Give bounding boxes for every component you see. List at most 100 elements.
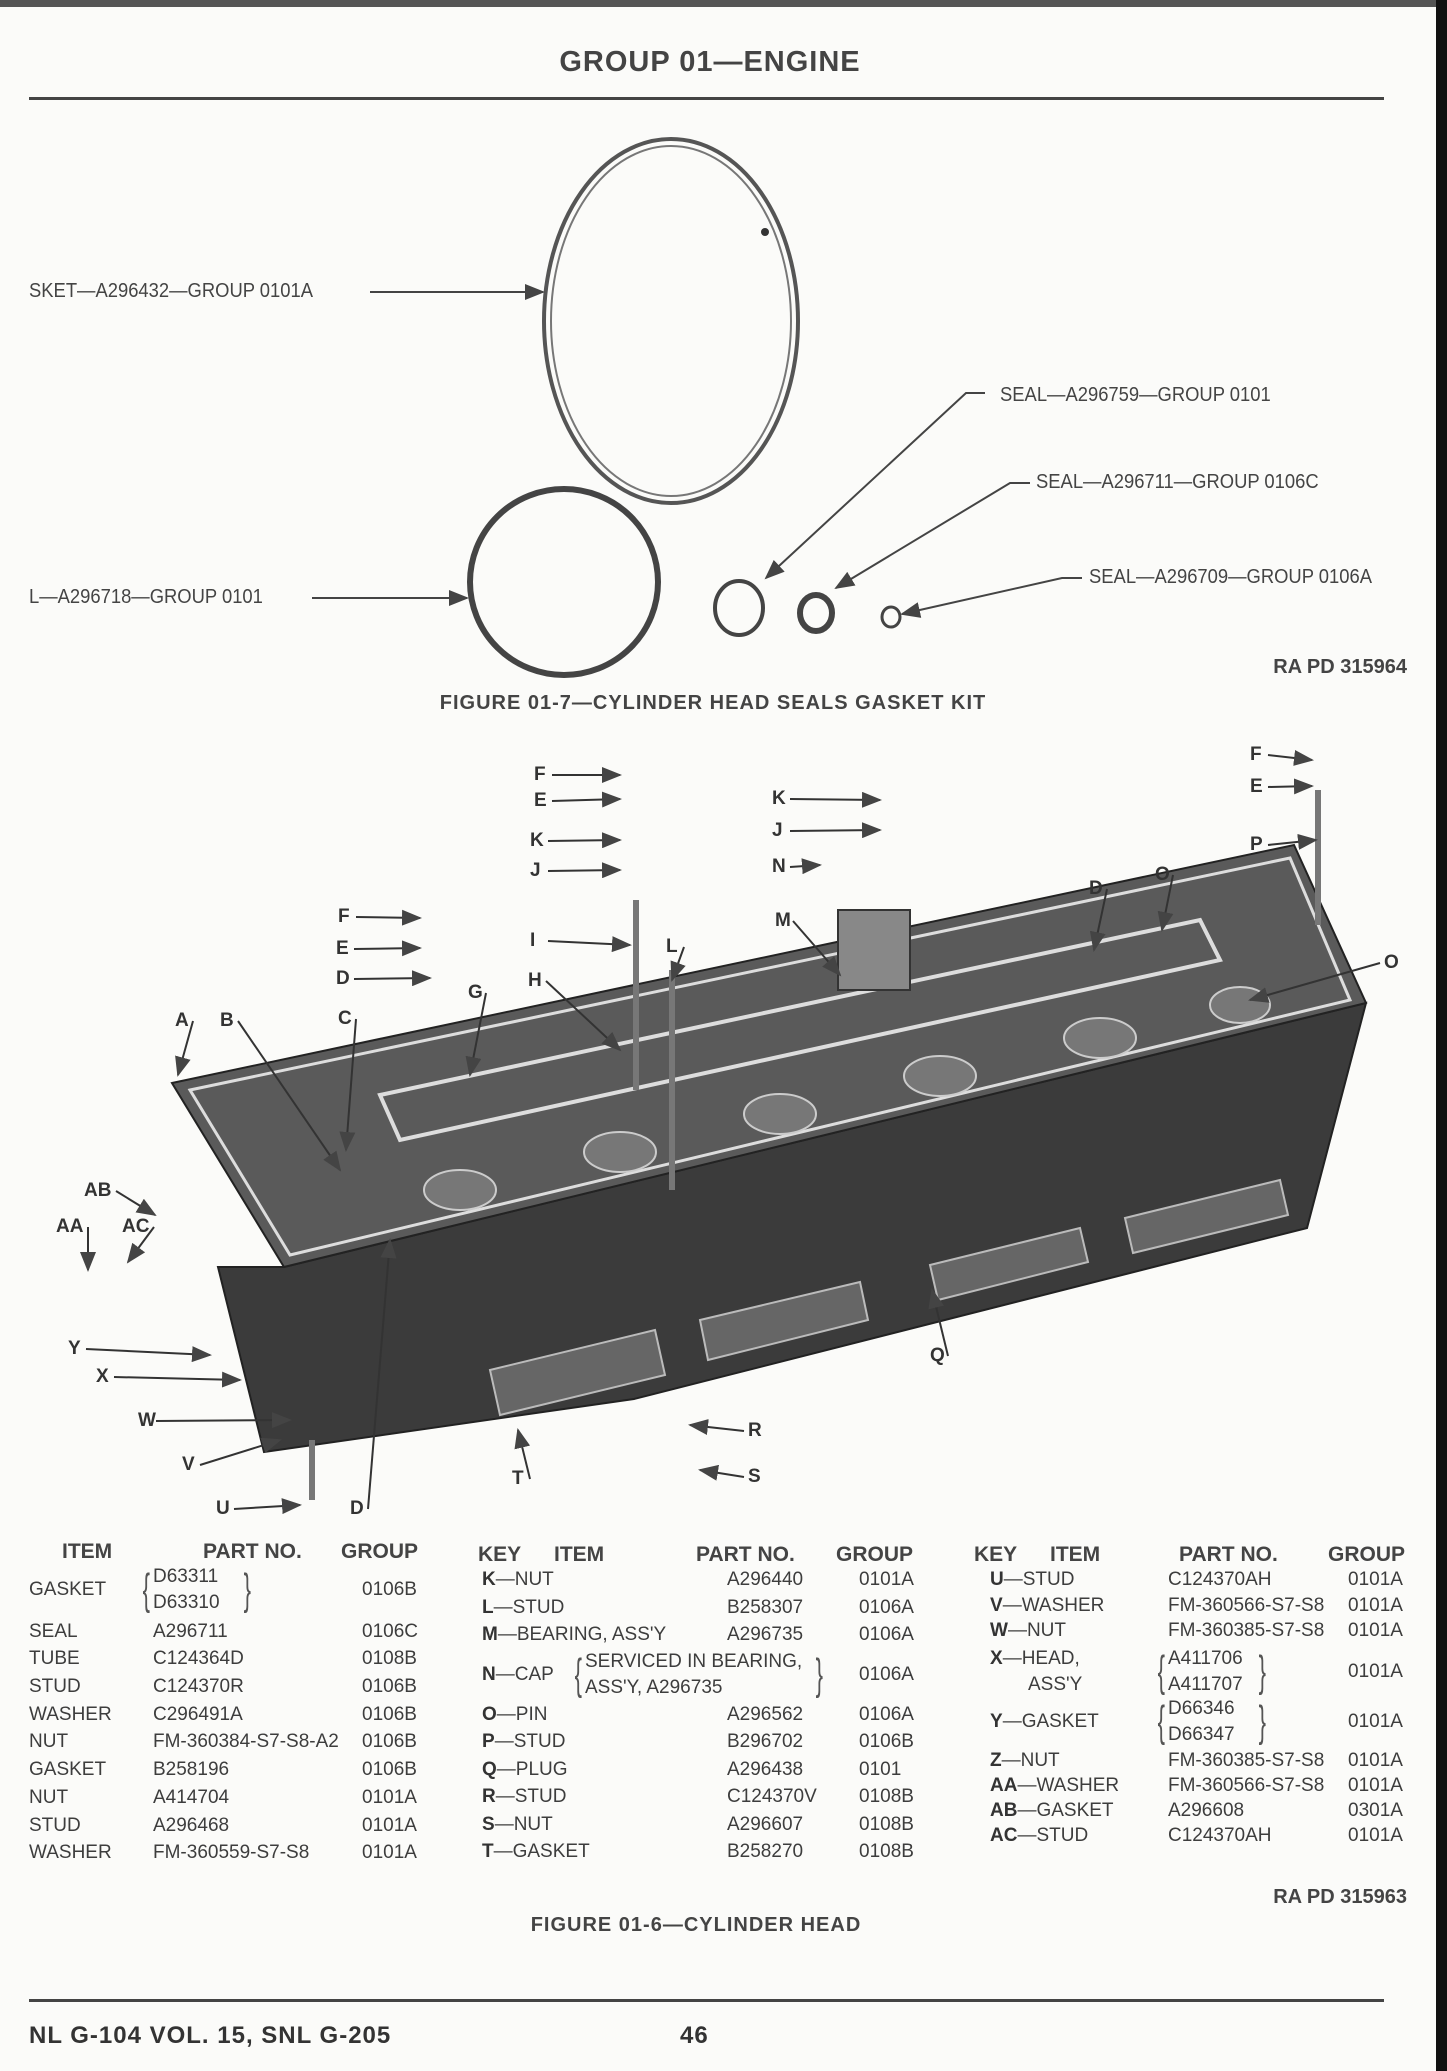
part-item: —BEARING, ASS'Y: [497, 1624, 667, 1645]
leader-line: [1089, 888, 1108, 952]
part-key-label-d: D: [350, 1498, 364, 1519]
part-number: A296711: [153, 1621, 228, 1642]
part-key-label-h: H: [528, 970, 542, 991]
part-group: 0106B: [362, 1759, 417, 1780]
part-number: B258270: [727, 1841, 804, 1862]
part-key-label-f: F: [534, 764, 546, 785]
right-table-item-cell: AA—WASHER: [990, 1775, 1119, 1797]
part-group: 0108B: [859, 1841, 914, 1862]
cylinder-head-gasket-ring: [542, 137, 800, 505]
seal-ring-large: [467, 486, 661, 678]
leader-line: [547, 862, 622, 879]
part-number: A296438: [727, 1759, 804, 1780]
part-number: B296702: [727, 1731, 804, 1752]
part-number: D63310: [153, 1592, 220, 1613]
part-key-label-d: D: [1089, 878, 1103, 899]
part-key-label-n: N: [772, 856, 786, 877]
leader-line: [233, 1498, 302, 1515]
part-key-label-e: E: [1250, 776, 1263, 797]
mid-table-item-cell: N—CAP: [482, 1664, 554, 1686]
part-group: 0106C: [362, 1621, 418, 1642]
figure6-ra-pd-number: RA PD 315963: [1273, 1886, 1407, 1908]
part-key-label-k: K: [530, 830, 544, 851]
part-key: K: [482, 1569, 496, 1590]
part-key: L: [482, 1597, 494, 1618]
part-item: NUT: [29, 1787, 69, 1808]
page-title: GROUP 01—ENGINE: [559, 46, 861, 78]
part-number: A411707: [1168, 1674, 1243, 1695]
part-item: —GASKET: [1002, 1711, 1099, 1732]
part-group: 0101A: [1348, 1620, 1403, 1641]
leader-line: [1267, 778, 1314, 795]
part-key-label-l: L: [666, 936, 678, 957]
figure7-caption: FIGURE 01-7—CYLINDER HEAD SEALS GASKET K…: [439, 692, 987, 714]
right-table-item-cell: Z—NUT: [990, 1750, 1060, 1772]
left-table-header-item: ITEM: [62, 1540, 113, 1563]
part-number: A296468: [153, 1815, 230, 1836]
leader-line: [85, 1346, 212, 1363]
figure7-ra-pd-number: RA PD 315964: [1273, 656, 1407, 678]
leader-line: [1267, 833, 1318, 850]
part-group: 0101A: [1348, 1595, 1403, 1616]
part-key-label-b: B: [220, 1010, 234, 1031]
mid-table-item-cell: P—STUD: [482, 1731, 565, 1753]
part-item: GASKET: [29, 1759, 107, 1780]
seal-callout-label: SEAL—A296711—GROUP 0106C: [1036, 471, 1319, 493]
leader-line: [670, 946, 686, 982]
mid-table-item-cell: L—STUD: [482, 1597, 564, 1619]
part-key: Q: [482, 1759, 497, 1780]
part-key-label-o: O: [1384, 952, 1399, 973]
mid-table-header-item: ITEM: [554, 1543, 605, 1566]
part-item: STUD: [29, 1676, 81, 1697]
seal-ring-1: [713, 579, 765, 637]
part-key: X: [990, 1648, 1003, 1669]
part-key-label-m: M: [775, 910, 791, 931]
leader-line: [545, 980, 622, 1052]
part-number: FM-360385-S7-S8: [1168, 1620, 1325, 1641]
part-number: D66346: [1168, 1698, 1235, 1719]
brace-open: {: [142, 1565, 151, 1614]
brace-close: }: [243, 1565, 252, 1614]
footer-rule: [29, 1999, 1384, 2002]
leader-line: [928, 1288, 949, 1357]
part-item: TUBE: [29, 1648, 80, 1669]
top-edge: [0, 0, 1447, 7]
part-number: FM-360385-S7-S8: [1168, 1750, 1325, 1771]
figure6-leader-lines: [80, 750, 1381, 1515]
right-table-header-item: ITEM: [1050, 1543, 1101, 1566]
brace-close: }: [1258, 1697, 1267, 1746]
mid-table-header-part: PART NO.: [696, 1543, 795, 1566]
mid-table-header-key: KEY: [478, 1543, 522, 1566]
leader-line: [339, 1018, 357, 1152]
part-number: SERVICED IN BEARING,: [585, 1651, 803, 1672]
leader-line: [367, 1238, 397, 1510]
leader-line: [353, 970, 432, 987]
manual-reference: NL G-104 VOL. 15, SNL G-205: [29, 2022, 392, 2049]
part-number: D66347: [1168, 1724, 1235, 1745]
part-group: 0101A: [1348, 1775, 1403, 1796]
part-group: 0101A: [859, 1569, 914, 1590]
part-key: P: [482, 1731, 495, 1752]
right-table-header-key: KEY: [974, 1543, 1018, 1566]
right-table-item-cell: X—HEAD,: [990, 1648, 1080, 1670]
leader-line: [115, 1190, 157, 1217]
part-key-label-e: E: [336, 938, 349, 959]
part-key: M: [482, 1624, 498, 1645]
part-item: —GASKET: [1017, 1800, 1114, 1821]
figure6-caption: FIGURE 01-6—CYLINDER HEAD: [530, 1914, 862, 1936]
part-number: D63311: [153, 1566, 219, 1587]
right-table-item-cell: W—NUT: [990, 1620, 1066, 1642]
part-item: —STUD: [1017, 1825, 1089, 1846]
mid-table-item-cell: O—PIN: [482, 1704, 547, 1726]
leader-line: [789, 858, 822, 875]
part-key-label-ac: AC: [122, 1216, 150, 1237]
brace-close: }: [815, 1650, 824, 1699]
part-number: FM-360566-S7-S8: [1168, 1775, 1325, 1796]
mid-table-item-cell: K—NUT: [482, 1569, 554, 1591]
part-key: R: [482, 1786, 496, 1807]
part-item: —STUD: [493, 1597, 565, 1618]
part-group: 0101A: [1348, 1750, 1403, 1771]
part-key-label-c: C: [338, 1008, 352, 1029]
part-number: A296735: [727, 1624, 804, 1645]
part-item: —STUD: [495, 1786, 567, 1807]
